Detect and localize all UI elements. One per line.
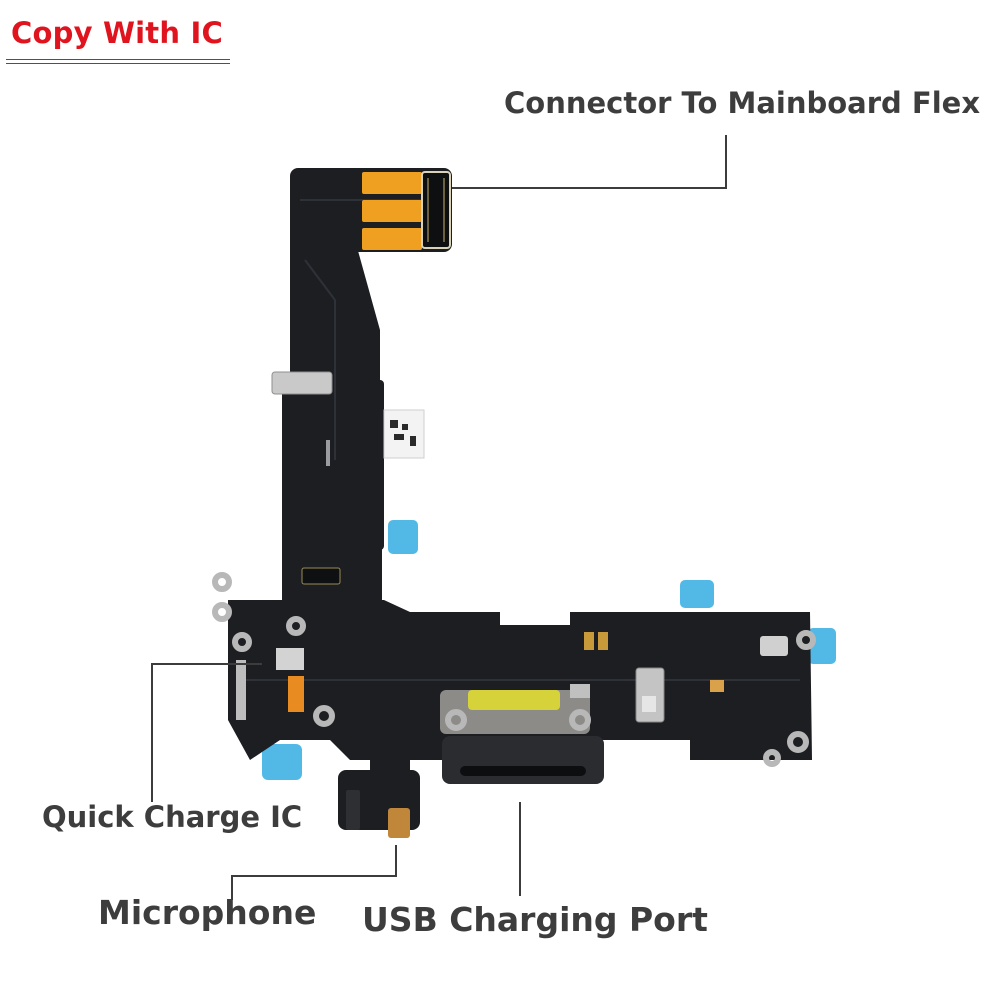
steel-stiffener bbox=[271, 371, 333, 395]
barcode-block bbox=[410, 436, 416, 446]
contact-strip bbox=[362, 228, 422, 250]
usb-brackets bbox=[445, 709, 591, 731]
barcode-block bbox=[394, 434, 404, 440]
trace bbox=[304, 259, 336, 460]
blue-tab bbox=[388, 520, 418, 554]
ic-shield bbox=[276, 648, 304, 670]
leader-quick-charge bbox=[151, 663, 262, 802]
side-bracket bbox=[236, 660, 246, 720]
screw-bracket bbox=[569, 709, 591, 731]
usb-port-label: USB Charging Port bbox=[362, 900, 708, 939]
screw-bracket bbox=[212, 602, 232, 622]
gold-pad bbox=[584, 632, 594, 650]
microphone-component bbox=[388, 808, 410, 838]
screw-bracket bbox=[212, 572, 232, 592]
copy-with-ic-badge: Copy With IC bbox=[11, 16, 223, 50]
sensor-bracket bbox=[635, 667, 665, 723]
screw-bracket bbox=[796, 630, 816, 650]
screw-bracket bbox=[286, 616, 306, 636]
flex-marker bbox=[326, 440, 330, 466]
leader-lines bbox=[151, 135, 727, 900]
connector-pins bbox=[427, 178, 445, 242]
gold-pads bbox=[584, 632, 608, 650]
usb-port-housing bbox=[442, 736, 604, 784]
screw-bracket bbox=[313, 705, 335, 727]
screw-bracket bbox=[763, 749, 781, 767]
blue-tab bbox=[680, 580, 714, 608]
usb-port-opening bbox=[460, 766, 586, 776]
blue-tab bbox=[262, 744, 302, 780]
connector-label: Connector To Mainboard Flex bbox=[504, 86, 981, 120]
gold-pad bbox=[598, 632, 608, 650]
barcode bbox=[390, 420, 416, 446]
badge-underline bbox=[6, 59, 230, 60]
screw-bracket bbox=[445, 709, 467, 731]
left-brackets bbox=[212, 572, 335, 727]
contact-strip bbox=[362, 200, 422, 222]
right-shield bbox=[760, 636, 788, 656]
quick-charge-label: Quick Charge IC bbox=[42, 800, 303, 834]
board-connector bbox=[421, 171, 451, 249]
mid-connector bbox=[301, 567, 341, 585]
small-contact bbox=[710, 680, 724, 692]
mic-cushion bbox=[346, 790, 360, 830]
contact-strip bbox=[362, 172, 422, 194]
badge-underline bbox=[6, 63, 230, 64]
right-brackets bbox=[763, 630, 816, 767]
screw-bracket bbox=[787, 731, 809, 753]
quick-charge-ic bbox=[288, 676, 304, 712]
orange-contacts bbox=[362, 172, 422, 250]
leader-microphone bbox=[231, 845, 397, 900]
flex-vertical-arm bbox=[282, 380, 384, 550]
microphone-label: Microphone bbox=[98, 893, 317, 932]
barcode-block bbox=[402, 424, 408, 430]
usb-port-adhesive bbox=[468, 690, 560, 710]
screw-bracket bbox=[232, 632, 252, 652]
blue-tabs bbox=[262, 520, 836, 780]
leader-connector bbox=[452, 135, 727, 189]
sensor-window bbox=[642, 696, 656, 712]
barcode-block bbox=[390, 420, 398, 428]
port-clip bbox=[570, 684, 590, 698]
